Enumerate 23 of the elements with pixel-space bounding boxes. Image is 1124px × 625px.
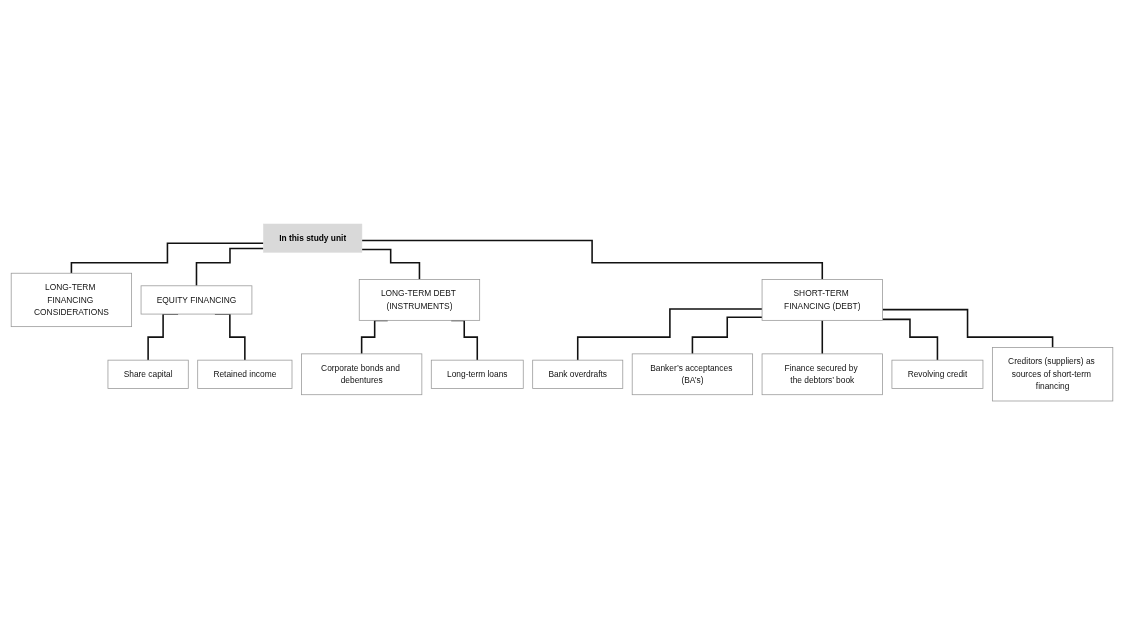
node-box: Share capital <box>107 359 189 389</box>
node-box: SHORT-TERM FINANCING (DEBT) <box>761 279 883 321</box>
node-box: Corporate bonds and debentures <box>301 353 423 396</box>
connector <box>361 248 421 281</box>
node-box: Retained income <box>197 359 293 389</box>
node-box: Banker’s acceptances (BA’s) <box>631 353 754 396</box>
connector <box>881 308 1054 349</box>
node-box: Bank overdrafts <box>532 359 624 389</box>
node-box: Revolving credit <box>891 359 984 389</box>
node-box: Long-term loans <box>430 359 524 389</box>
connector <box>821 319 824 355</box>
node-box: LONG-TERM FINANCING CONSIDERATIONS <box>10 272 133 328</box>
node-box: LONG-TERM DEBT (INSTRUMENTS) <box>358 279 481 321</box>
connector <box>195 247 265 287</box>
node-box: EQUITY FINANCING <box>140 285 253 315</box>
connector <box>70 242 265 274</box>
connector <box>361 239 824 281</box>
connector <box>691 316 763 355</box>
connector <box>576 308 763 361</box>
node-box: Creditors (suppliers) as sources of short-term financing <box>991 347 1114 402</box>
node-box: Finance secured by the debtors’ book <box>761 353 883 396</box>
node-box: In this study unit <box>263 223 363 253</box>
connector <box>881 318 939 361</box>
